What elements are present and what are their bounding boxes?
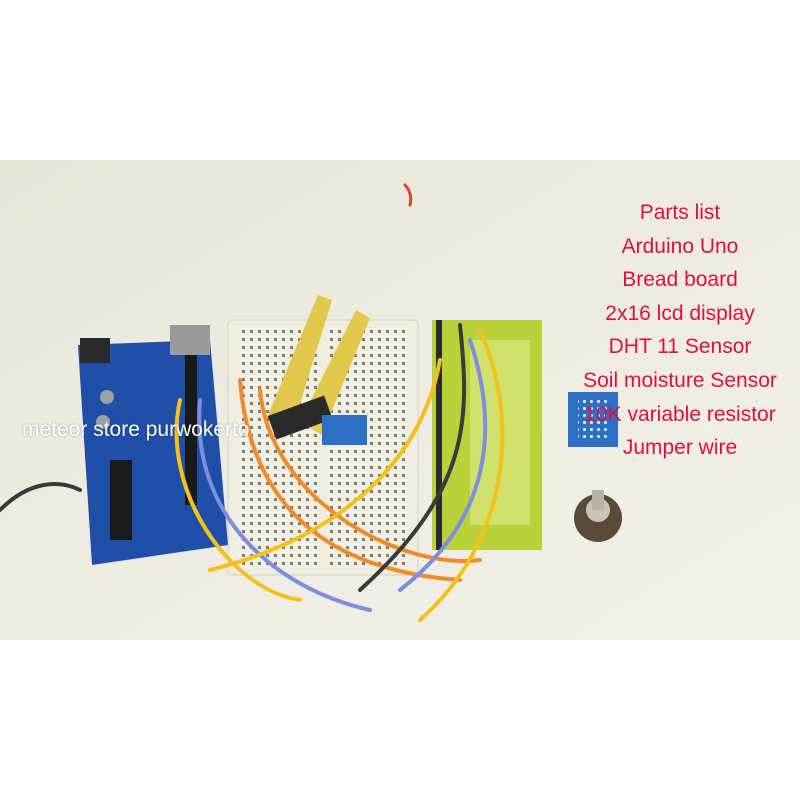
parts-list-item: Arduino Uno: [621, 234, 739, 258]
soil-moisture-probes: [267, 295, 370, 440]
potentiometer: [574, 490, 622, 542]
photo-of-circuit: [0, 160, 800, 640]
parts-list-item: 2x16 lcd display: [605, 301, 755, 325]
parts-list-item: DHT 11 Sensor: [608, 335, 752, 359]
parts-list-item: Jumper wire: [622, 436, 738, 460]
circuit-illustration: [0, 160, 800, 640]
parts-list: Parts list Arduino Uno Bread board 2x16 …: [560, 196, 800, 465]
dht11-sensor: [568, 392, 618, 447]
watermark-text: meteor store purwokerto: [22, 418, 250, 441]
sensor-module: [322, 415, 367, 445]
arduino-board: [78, 325, 228, 565]
parts-list-item: 10K variable resistor: [584, 402, 776, 426]
parts-list-item: Soil moisture Sensor: [583, 368, 777, 392]
breadboard: [227, 319, 419, 576]
parts-list-title: Parts list: [639, 201, 721, 224]
parts-list-item: Bread board: [622, 268, 738, 292]
jumper-wires: [0, 183, 505, 622]
